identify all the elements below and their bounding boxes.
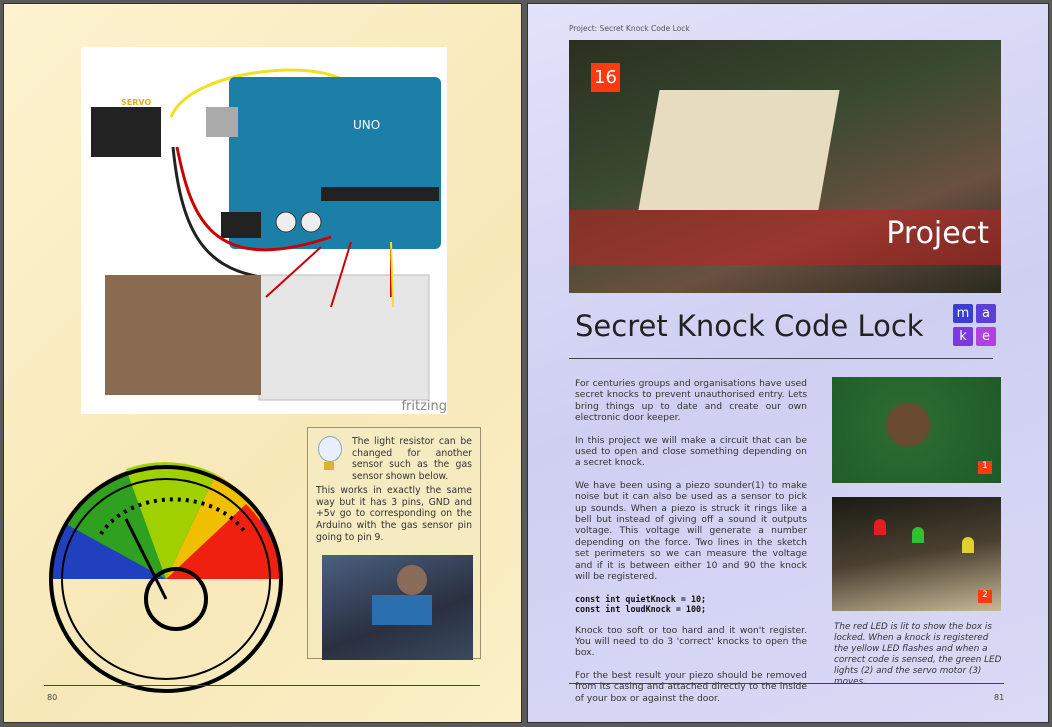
gauge-illustration <box>49 462 283 693</box>
photo-badge: 1 <box>978 461 992 474</box>
circuit-illustration: UNO SERVO <box>91 68 441 401</box>
photo-badge: 2 <box>978 590 992 603</box>
paragraph: We have been using a piezo sounder(1) to… <box>575 479 807 583</box>
code-line: const int loudKnock = 100; <box>575 603 707 614</box>
tip-text-2: This works in exactly the same way but i… <box>316 484 472 543</box>
left-page: UNO SERVO fritzing The light resistor ca… <box>4 4 521 722</box>
footer-rule <box>569 683 1004 684</box>
piezo-photo: 1 <box>832 377 1001 483</box>
fritzing-circuit-diagram: UNO SERVO fritzing <box>81 47 447 414</box>
photo-caption: The red LED is lit to show the box is lo… <box>834 622 1002 687</box>
project-number-badge: 16 <box>591 63 620 92</box>
right-page: Project: Secret Knock Code Lock 16 Proje… <box>528 4 1048 722</box>
body-text: For centuries groups and organisations h… <box>575 378 807 715</box>
code-block: const int quietKnock = 10; const int lou… <box>575 594 807 614</box>
project-label: Project <box>886 216 989 251</box>
title-rule <box>569 358 993 359</box>
paragraph: For the best result your piezo should be… <box>575 669 807 704</box>
page-title: Secret Knock Code Lock <box>575 309 924 343</box>
paragraph: In this project we will make a circuit t… <box>575 434 807 469</box>
tip-text-1: The light resistor can be changed for an… <box>352 436 472 483</box>
code-line: const int quietKnock = 10; <box>575 593 707 604</box>
paragraph: For centuries groups and organisations h… <box>575 378 807 424</box>
footer-rule <box>44 685 480 686</box>
leds-photo: 2 <box>832 497 1001 611</box>
lightbulb-icon <box>318 436 342 470</box>
make-letter: m <box>953 304 973 323</box>
page-number: 80 <box>47 693 58 702</box>
gas-sensor-photo <box>322 555 473 660</box>
make-letter: e <box>976 327 996 346</box>
running-header: Project: Secret Knock Code Lock <box>569 24 690 33</box>
fritzing-label: fritzing <box>401 399 447 414</box>
paragraph: Knock too soft or too hard and it won't … <box>575 624 807 659</box>
make-logo: m a k e <box>953 304 999 348</box>
servo-label: SERVO <box>121 98 151 107</box>
page-number: 81 <box>994 693 1005 702</box>
make-letter: a <box>976 304 996 323</box>
arduino-label: UNO <box>353 118 380 132</box>
hero-photo: 16 Project <box>569 40 1001 293</box>
make-letter: k <box>953 327 973 346</box>
tip-box: The light resistor can be changed for an… <box>307 427 481 660</box>
